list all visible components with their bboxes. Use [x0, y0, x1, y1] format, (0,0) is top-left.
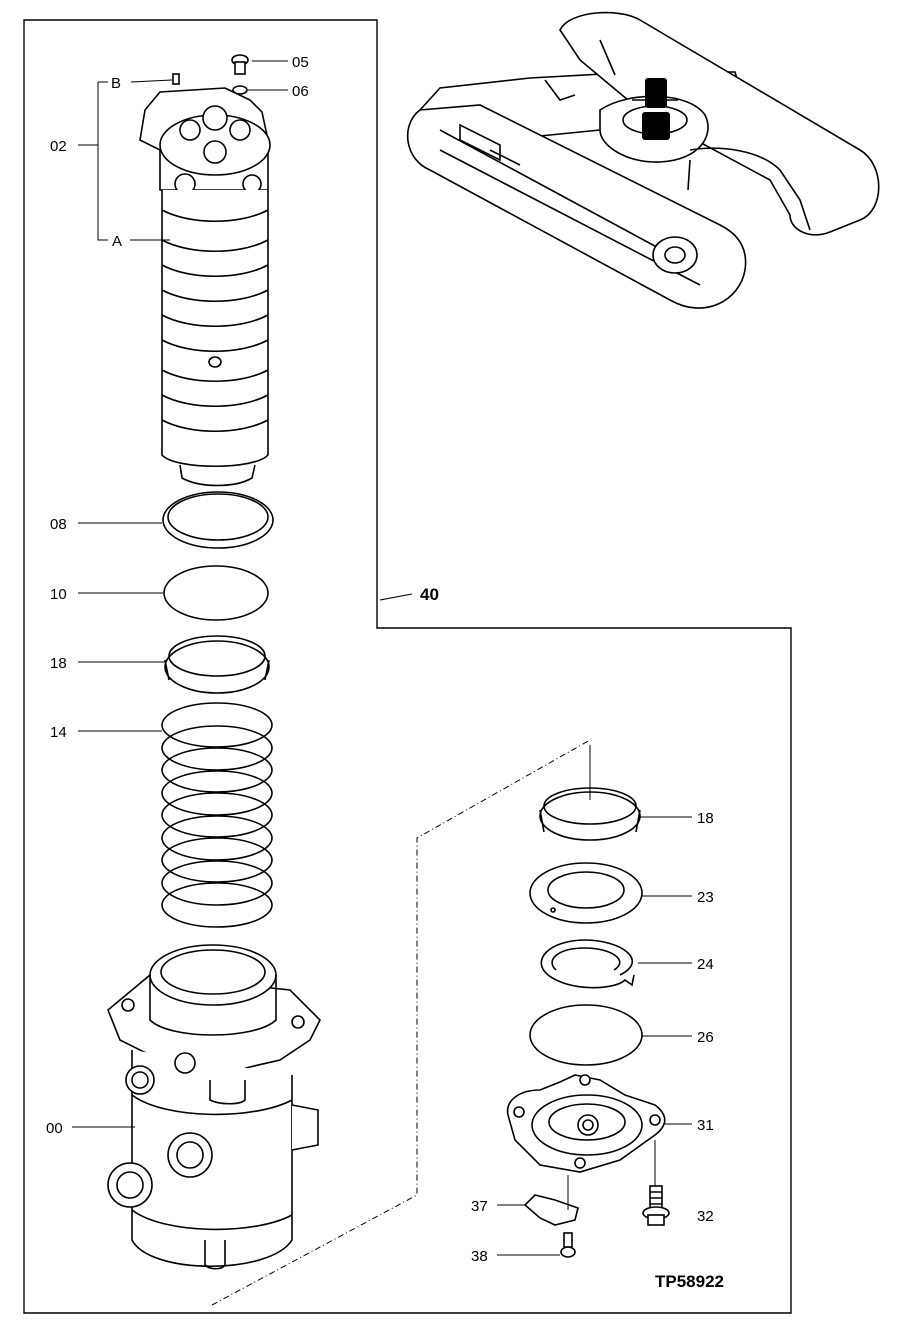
cover-31: [506, 1074, 666, 1173]
undercarriage-thumbnail: [406, 11, 880, 309]
housing-00: [107, 944, 321, 1270]
callout-32: 32: [697, 1208, 714, 1225]
callout-02: 02: [50, 138, 67, 155]
callout-31: 31: [697, 1117, 714, 1134]
group-label: 40: [420, 585, 439, 604]
screw-38: [560, 1232, 576, 1258]
callout-10: 10: [50, 586, 67, 603]
callout-14: 14: [50, 724, 67, 741]
callout-24: 24: [697, 956, 714, 973]
callout-A: A: [112, 233, 122, 250]
explode-line-right: [211, 739, 591, 1306]
callout-18-right: 18: [697, 810, 714, 827]
bracket-37: [523, 1194, 579, 1226]
callout-26: 26: [697, 1029, 714, 1046]
rotor-part-02: [139, 54, 271, 487]
seal-ring-08: [162, 491, 274, 549]
callout-00: 00: [46, 1120, 63, 1137]
callout-05: 05: [292, 54, 309, 71]
washer-23: [529, 862, 643, 924]
callout-B: B: [111, 75, 121, 92]
ring-18-left: [164, 635, 270, 694]
callout-08: 08: [50, 516, 67, 533]
callout-37: 37: [471, 1198, 488, 1215]
bolt-32: [642, 1185, 670, 1226]
group-frame: [23, 19, 792, 1314]
callout-38: 38: [471, 1248, 488, 1265]
leader-lines: [72, 60, 692, 1256]
seal-stack-14: [161, 702, 273, 928]
disc-26: [529, 1004, 643, 1066]
disc-10: [163, 565, 269, 621]
figure-code: TP58922: [655, 1272, 724, 1291]
callout-23: 23: [697, 889, 714, 906]
callout-06: 06: [292, 83, 309, 100]
snap-ring-24: [540, 939, 635, 989]
callout-18-left: 18: [50, 655, 67, 672]
